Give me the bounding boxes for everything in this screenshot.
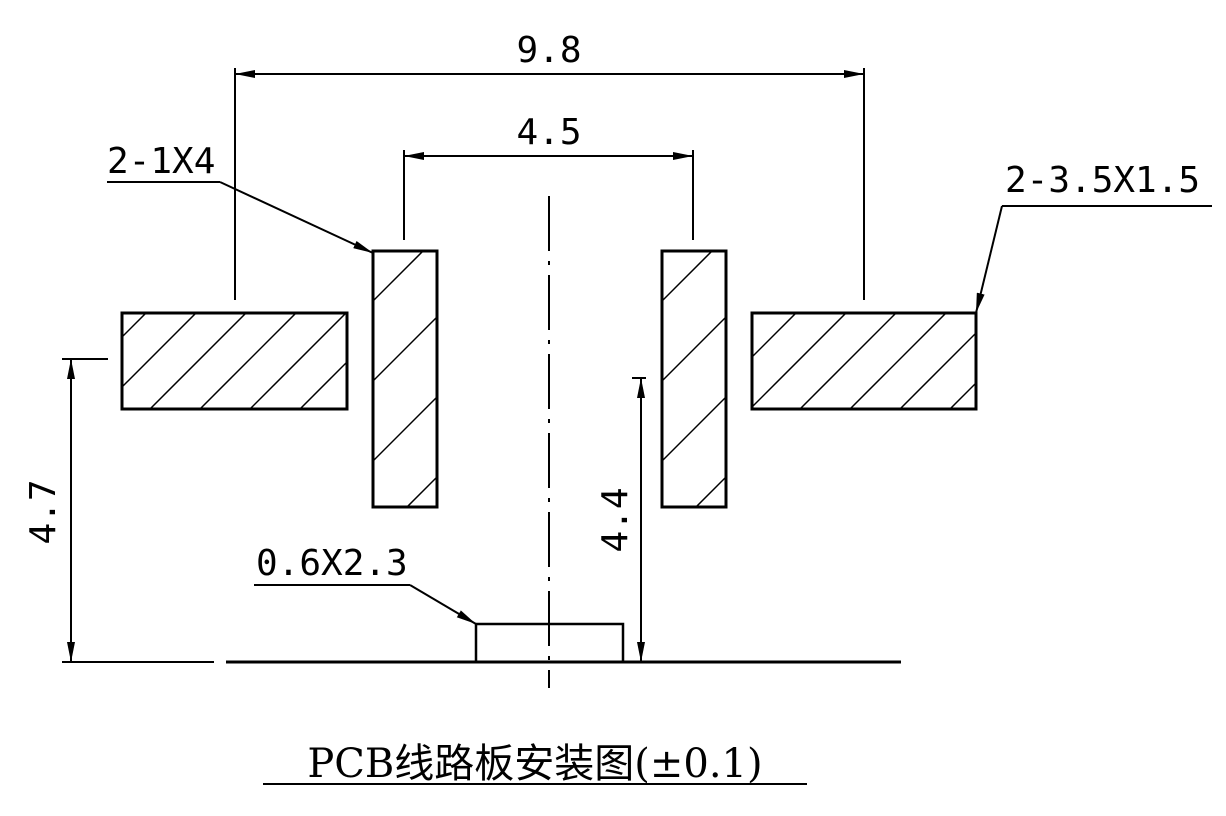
dimension-right-height-label: 4.4 bbox=[595, 487, 636, 552]
left-inner-pad bbox=[371, 249, 439, 509]
callout-bottom-pad: 0.6X2.3 bbox=[254, 543, 477, 625]
dimension-left-height-label: 4.7 bbox=[23, 479, 64, 544]
callout-outer-pads-label: 2-3.5X1.5 bbox=[1005, 160, 1200, 201]
drawing-title: PCB线路板安装图(±0.1) bbox=[263, 741, 807, 787]
dimension-right-height: 4.4 bbox=[595, 377, 646, 662]
right-outer-pad bbox=[750, 311, 978, 411]
drawing-title-label: PCB线路板安装图(±0.1) bbox=[307, 741, 762, 787]
dimension-left-height: 4.7 bbox=[23, 358, 214, 663]
callout-inner-pads: 2-1X4 bbox=[107, 141, 374, 254]
callout-bottom-pad-label: 0.6X2.3 bbox=[256, 543, 408, 584]
dimension-inner-width: 4.5 bbox=[403, 112, 694, 240]
dimension-inner-width-label: 4.5 bbox=[516, 112, 581, 153]
dimension-overall-width: 9.8 bbox=[234, 30, 865, 300]
callout-outer-pads: 2-3.5X1.5 bbox=[975, 160, 1212, 314]
dimension-overall-width-label: 9.8 bbox=[516, 30, 581, 71]
left-outer-pad bbox=[120, 311, 349, 411]
right-inner-pad bbox=[660, 249, 728, 509]
callout-inner-pads-label: 2-1X4 bbox=[107, 141, 215, 182]
